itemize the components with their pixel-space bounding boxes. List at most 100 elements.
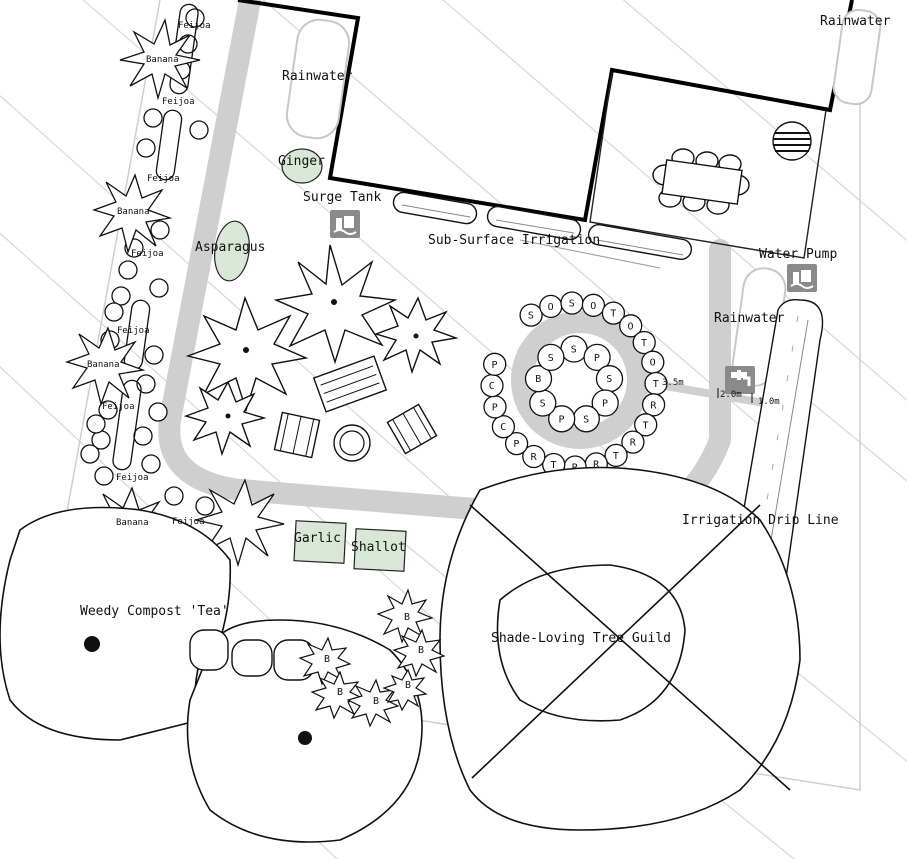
outdoor-table bbox=[652, 148, 750, 215]
spiral-plant bbox=[581, 293, 606, 317]
label-shade-loving-tree-guild: Shade-Loving Tree Guild bbox=[491, 631, 671, 646]
spiral-plant-letter: P bbox=[594, 353, 600, 364]
tank-icon bbox=[330, 210, 360, 238]
spiral-plant-letter: S bbox=[528, 311, 534, 322]
spiral-plant-letter: R bbox=[650, 400, 657, 411]
label-rainwater-left: Rainwater bbox=[282, 69, 353, 84]
spiral-plant-letter: S bbox=[571, 345, 577, 356]
label-banana: Banana bbox=[117, 207, 150, 217]
spiral-plant bbox=[519, 303, 543, 327]
spiral-plant bbox=[632, 330, 656, 355]
patio-outline bbox=[589, 71, 827, 259]
spiral-plant-letter: T bbox=[641, 338, 647, 349]
label-feijoa: Feijoa bbox=[162, 97, 195, 107]
label-ginger: Ginger bbox=[278, 154, 325, 169]
house-walls bbox=[237, 0, 854, 223]
shallot-bed bbox=[353, 528, 407, 572]
tank-icon bbox=[787, 264, 817, 292]
label-banana: Banana bbox=[87, 360, 120, 370]
berry-letter: B bbox=[418, 645, 424, 656]
spiral-plant bbox=[634, 413, 658, 437]
spiral-plant-letter: O bbox=[548, 302, 554, 313]
measure-1-0m: 1.0m bbox=[758, 397, 780, 407]
spiral-plant-letter: O bbox=[590, 301, 596, 312]
garlic-bed bbox=[293, 520, 347, 564]
spiral-plant bbox=[604, 443, 628, 468]
spiral-plant-letter: T bbox=[653, 379, 659, 390]
spiral-plant-letter: S bbox=[540, 399, 546, 410]
spiral-plant-letter: P bbox=[513, 439, 519, 450]
berry-letter: B bbox=[373, 696, 379, 707]
measure-2-0m: 2.0m bbox=[720, 390, 742, 400]
rainwater-tank-topright bbox=[832, 8, 882, 106]
berry-letter: B bbox=[337, 687, 343, 698]
measure-3-5m: 3.5m bbox=[662, 378, 684, 388]
herb-spiral: SOSOTOTOTRTRTRRTRPCPCPSPSPSPSBS bbox=[480, 291, 668, 479]
spiral-plant bbox=[522, 444, 546, 469]
spiral-path bbox=[511, 311, 649, 449]
spiral-plant bbox=[583, 343, 611, 372]
spiral-plant bbox=[537, 343, 565, 372]
spiral-plant-letter: S bbox=[569, 299, 575, 310]
tree-centers bbox=[225, 299, 419, 419]
label-asparagus: Asparagus bbox=[195, 240, 265, 255]
grill-icon bbox=[772, 121, 812, 161]
label-water-pump: Water Pump bbox=[759, 247, 837, 262]
spiral-plant bbox=[491, 415, 516, 439]
label-feijoa: Feijoa bbox=[172, 517, 205, 527]
spiral-plant bbox=[601, 301, 626, 325]
spiral-plant bbox=[504, 431, 529, 456]
spiral-plant-letter: T bbox=[613, 451, 619, 462]
spiral-plant bbox=[548, 405, 576, 433]
spiral-plant-letter: T bbox=[610, 309, 616, 320]
irrigation-beds bbox=[392, 191, 693, 269]
label-rainwater-right: Rainwater bbox=[714, 311, 785, 326]
spiral-plant-letter: P bbox=[492, 402, 498, 413]
label-shallot: Shallot bbox=[351, 540, 406, 555]
berry-letters: B B B B B B bbox=[324, 612, 424, 707]
measurement-marks bbox=[717, 388, 753, 403]
berry-letter: B bbox=[324, 654, 330, 665]
label-feijoa: Feijoa bbox=[116, 473, 149, 483]
label-banana: Banana bbox=[146, 55, 179, 65]
crate bbox=[386, 403, 438, 455]
crate bbox=[273, 411, 321, 459]
garden-paths bbox=[158, 0, 809, 556]
spiral-plant-letter: T bbox=[551, 460, 557, 471]
label-feijoa: Feijoa bbox=[178, 21, 211, 31]
label-feijoa: Feijoa bbox=[117, 326, 150, 336]
spiral-plant-letter: S bbox=[583, 414, 589, 425]
spiral-plant bbox=[591, 389, 619, 417]
spiral-plant-letter: P bbox=[559, 414, 565, 425]
asparagus-bed bbox=[214, 220, 250, 282]
label-irrigation-drip-line: Irrigation Drip Line bbox=[682, 513, 839, 528]
spiral-plant bbox=[621, 430, 645, 454]
spiral-plant bbox=[619, 314, 643, 338]
spiral-plant-letter: T bbox=[643, 420, 649, 431]
spiral-plant-letter: B bbox=[535, 374, 541, 385]
label-garlic: Garlic bbox=[294, 531, 341, 546]
rainwater-tank-left bbox=[285, 18, 351, 140]
spiral-plant-letter: R bbox=[593, 459, 600, 470]
spiral-plant-letter: O bbox=[628, 321, 634, 332]
label-feijoa: Feijoa bbox=[102, 402, 135, 412]
fire-pit bbox=[333, 424, 371, 462]
label-sub-surface-irrigation: Sub-Surface Irrigation bbox=[428, 233, 600, 248]
berry-letter: B bbox=[405, 680, 411, 691]
spiral-plant-letter: S bbox=[548, 353, 554, 364]
faucet-icon bbox=[725, 366, 755, 394]
spiral-plant-letter: R bbox=[630, 438, 637, 449]
spiral-plant bbox=[524, 365, 553, 393]
spiral-plant-letter: O bbox=[650, 358, 656, 369]
label-rainwater-top: Rainwater bbox=[820, 14, 891, 29]
berry-letter: B bbox=[404, 612, 410, 623]
label-surge-tank: Surge Tank bbox=[303, 190, 381, 205]
label-feijoa: Feijoa bbox=[147, 174, 180, 184]
tree-trunks bbox=[84, 636, 312, 745]
spiral-plant-letter: S bbox=[606, 374, 612, 385]
bottom-planters bbox=[189, 629, 315, 681]
ginger-bed bbox=[281, 148, 323, 184]
spiral-plant bbox=[641, 393, 666, 417]
spiral-plant-letter: C bbox=[489, 381, 495, 392]
